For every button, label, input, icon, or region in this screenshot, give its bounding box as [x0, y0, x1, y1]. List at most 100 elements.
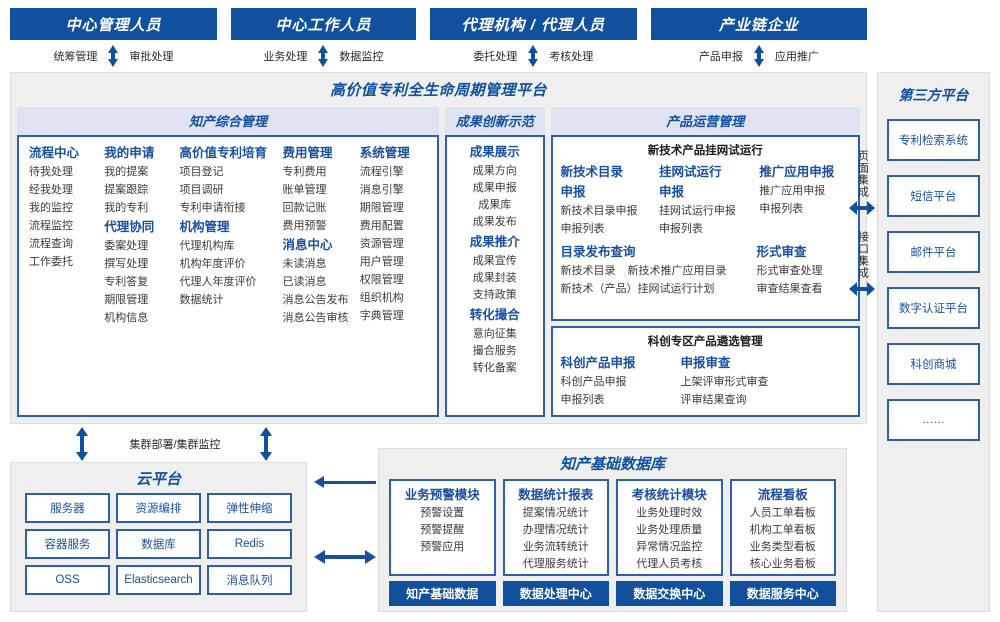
menu-item[interactable]: 项目登记 — [179, 166, 224, 178]
menu-item[interactable]: 流程监控 — [29, 220, 73, 232]
menu-item[interactable]: 已读消息 — [282, 276, 327, 288]
menu-item[interactable]: 新技术（产品）挂网试运行计划 — [560, 283, 715, 295]
database-card-item[interactable]: 业务处理质量 — [636, 524, 703, 536]
menu-item[interactable]: 消息公告发布 — [282, 294, 349, 306]
menu-item[interactable]: 消息公告审核 — [282, 312, 349, 324]
menu-item[interactable]: 期限管理 — [104, 294, 149, 306]
menu-item[interactable]: 经我处理 — [29, 184, 73, 196]
menu-item[interactable]: 成果库 — [478, 199, 512, 211]
cloud-cell-resource-orchestration[interactable]: 资源编排 — [116, 493, 201, 523]
menu-item[interactable]: 资源管理 — [359, 238, 404, 250]
database-card-item[interactable]: 业务类型看板 — [749, 541, 816, 553]
thirdparty-item-email[interactable]: 邮件平台 — [887, 231, 980, 273]
cloud-cell-container-service[interactable]: 容器服务 — [25, 529, 110, 559]
menu-item[interactable]: 工作委托 — [29, 256, 73, 268]
menu-item[interactable]: 申报列表 — [560, 394, 605, 406]
database-card-item[interactable]: 预警设置 — [420, 507, 465, 519]
cloud-cell-elasticsearch[interactable]: Elasticsearch — [116, 565, 201, 595]
menu-item[interactable]: 推广应用申报 — [759, 185, 826, 197]
menu-item[interactable]: 代理人年度评价 — [179, 276, 257, 288]
menu-item[interactable]: 挂网试运行申报 — [658, 205, 736, 217]
menu-item[interactable]: 新技术目录申报 — [560, 205, 638, 217]
database-footer-processing-center[interactable]: 数据处理中心 — [502, 581, 609, 606]
menu-item[interactable]: 成果宣传 — [472, 255, 517, 267]
menu-item[interactable]: 我的提案 — [104, 166, 149, 178]
database-card-item[interactable]: 提案情况统计 — [522, 507, 589, 519]
menu-item[interactable]: 未读消息 — [282, 258, 327, 270]
menu-item[interactable]: 支持政策 — [472, 289, 517, 301]
menu-item[interactable]: 数据统计 — [179, 294, 224, 306]
menu-item[interactable]: 成果方向 — [472, 165, 517, 177]
menu-item[interactable]: 审查结果查看 — [756, 283, 823, 295]
role-bar-center-manager[interactable]: 中心管理人员 — [10, 8, 217, 40]
menu-item[interactable]: 撮合服务 — [472, 345, 517, 357]
thirdparty-item-kechuang-mall[interactable]: 科创商城 — [887, 343, 980, 385]
database-footer-service-center[interactable]: 数据服务中心 — [729, 581, 836, 606]
database-card-item[interactable]: 办理情况统计 — [522, 524, 589, 536]
role-bar-center-staff[interactable]: 中心工作人员 — [230, 8, 416, 40]
menu-item[interactable]: 账单管理 — [282, 184, 327, 196]
thirdparty-item-more[interactable]: …… — [887, 399, 980, 441]
menu-item[interactable]: 字典管理 — [359, 310, 404, 322]
database-card-item[interactable]: 业务流转统计 — [522, 541, 589, 553]
menu-item[interactable]: 专利申请衔接 — [179, 202, 246, 214]
database-footer-exchange-center[interactable]: 数据交换中心 — [616, 581, 723, 606]
menu-item[interactable]: 意向征集 — [472, 328, 517, 340]
menu-item[interactable]: 流程查询 — [29, 238, 73, 250]
menu-item[interactable]: 机构年度评价 — [179, 258, 246, 270]
menu-item[interactable]: 流程引擎 — [359, 166, 404, 178]
cloud-cell-message-queue[interactable]: 消息队列 — [207, 565, 292, 595]
thirdparty-item-patent-search[interactable]: 专利检索系统 — [887, 119, 980, 161]
cloud-cell-oss[interactable]: OSS — [25, 565, 110, 595]
menu-item[interactable]: 期限管理 — [359, 202, 404, 214]
cloud-cell-server[interactable]: 服务器 — [25, 493, 110, 523]
menu-item[interactable]: 我的专利 — [104, 202, 149, 214]
role-bar-agency[interactable]: 代理机构 / 代理人员 — [429, 8, 637, 40]
database-card-item[interactable]: 业务处理时效 — [636, 507, 703, 519]
menu-item[interactable]: 我的监控 — [29, 202, 73, 214]
menu-item[interactable]: 机构信息 — [104, 312, 149, 324]
menu-item[interactable]: 费用配置 — [359, 220, 404, 232]
menu-item[interactable]: 新技术推广应用目录 — [627, 265, 727, 277]
menu-item[interactable]: 回款记账 — [282, 202, 327, 214]
menu-item[interactable]: 提案跟踪 — [104, 184, 149, 196]
menu-item[interactable]: 形式审查处理 — [756, 265, 823, 277]
database-card-item[interactable]: 人员工单看板 — [749, 507, 816, 519]
menu-item[interactable]: 成果发布 — [472, 216, 517, 228]
menu-item[interactable]: 待我处理 — [29, 166, 73, 178]
menu-item[interactable]: 费用预警 — [282, 220, 327, 232]
menu-item[interactable]: 成果申报 — [472, 182, 517, 194]
menu-item[interactable]: 成果封装 — [472, 272, 517, 284]
menu-item[interactable]: 消息引擎 — [359, 184, 404, 196]
database-card-item[interactable]: 代理服务统计 — [522, 558, 589, 570]
menu-item[interactable]: 新技术目录 — [560, 265, 616, 277]
menu-item[interactable]: 上架评审形式审查 — [680, 376, 769, 388]
database-card-item[interactable]: 异常情况监控 — [636, 541, 703, 553]
menu-item[interactable]: 专利费用 — [282, 166, 327, 178]
menu-item[interactable]: 申报列表 — [658, 223, 703, 235]
menu-item[interactable]: 申报列表 — [759, 203, 804, 215]
menu-item[interactable]: 用户管理 — [359, 256, 404, 268]
cloud-cell-elastic-scaling[interactable]: 弹性伸缩 — [207, 493, 292, 523]
menu-item[interactable]: 转化备案 — [472, 362, 517, 374]
menu-item[interactable]: 代理机构库 — [179, 240, 235, 252]
database-card-item[interactable]: 预警提醒 — [420, 524, 465, 536]
menu-item[interactable]: 权限管理 — [359, 274, 404, 286]
thirdparty-item-digital-cert[interactable]: 数字认证平台 — [887, 287, 980, 329]
role-bar-enterprise[interactable]: 产业链企业 — [650, 8, 867, 40]
menu-item[interactable]: 委案处理 — [104, 240, 149, 252]
menu-item[interactable]: 申报列表 — [560, 223, 605, 235]
cloud-cell-database[interactable]: 数据库 — [116, 529, 201, 559]
thirdparty-item-sms[interactable]: 短信平台 — [887, 175, 980, 217]
database-footer-base-data[interactable]: 知产基础数据 — [389, 581, 496, 606]
database-card-item[interactable]: 核心业务看板 — [749, 558, 816, 570]
menu-item[interactable]: 撰写处理 — [104, 258, 149, 270]
menu-item[interactable]: 评审结果查询 — [680, 394, 747, 406]
database-card-item[interactable]: 预警应用 — [420, 541, 465, 553]
menu-item[interactable]: 科创产品申报 — [560, 376, 627, 388]
database-card-item[interactable]: 机构工单看板 — [749, 524, 816, 536]
menu-item[interactable]: 项目调研 — [179, 184, 224, 196]
database-card-item[interactable]: 代理人员考核 — [636, 558, 703, 570]
menu-item[interactable]: 专利答复 — [104, 276, 149, 288]
menu-item[interactable]: 组织机构 — [359, 292, 404, 304]
